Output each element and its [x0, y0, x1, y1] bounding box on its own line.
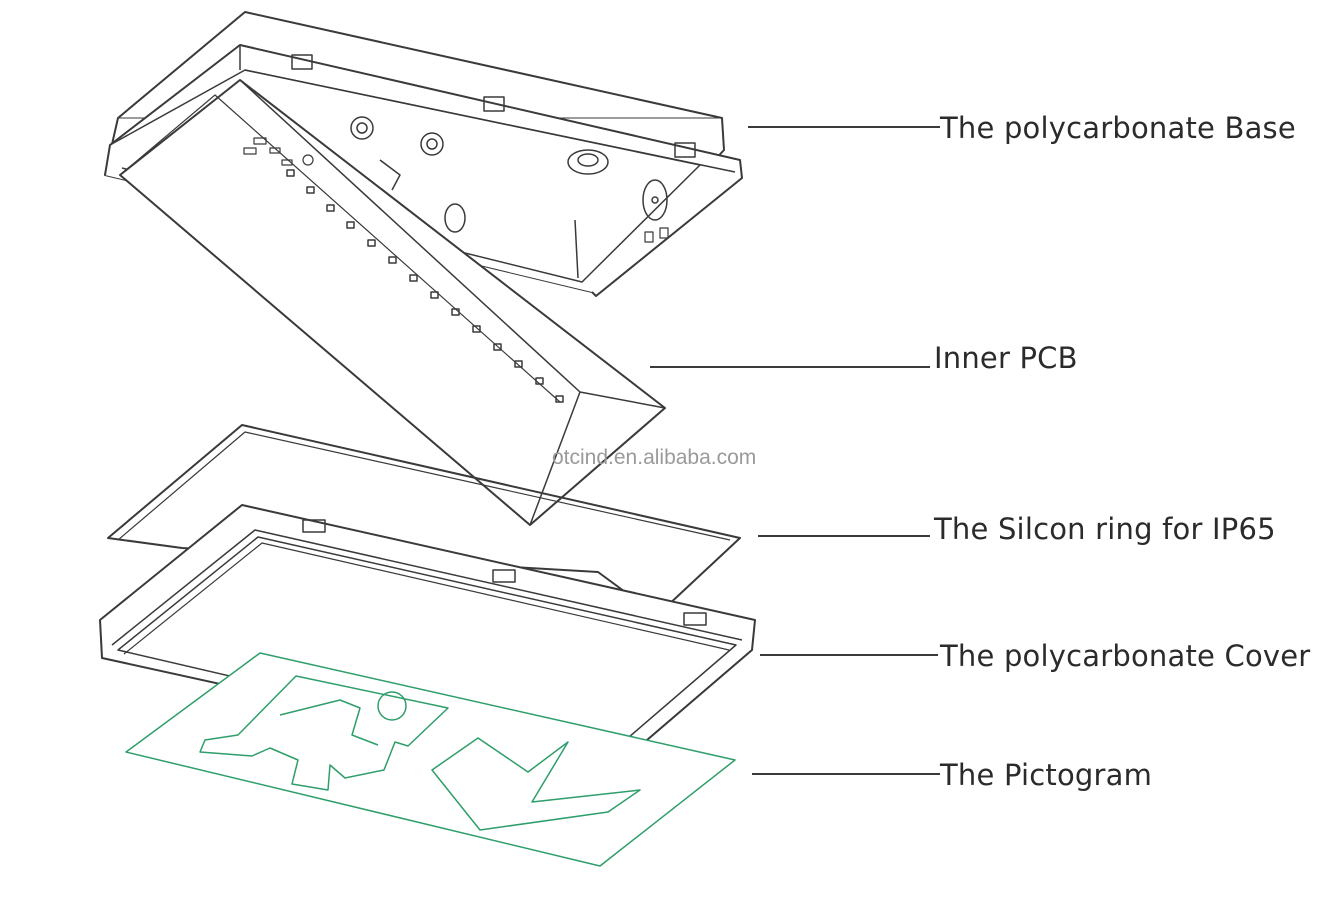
running-man-icon [199, 675, 449, 791]
label-ring: The Silcon ring for IP65 [934, 512, 1276, 546]
watermark: otcind.en.alibaba.com [552, 446, 757, 469]
cover [99, 504, 756, 771]
label-base: The polycarbonate Base [940, 111, 1296, 145]
inner-pcb [119, 79, 666, 526]
pictogram-film [125, 652, 736, 867]
label-pictogram: The Pictogram [940, 758, 1153, 792]
exit-arrow-icon [431, 737, 641, 831]
label-cover: The polycarbonate Cover [940, 639, 1311, 673]
label-pcb: Inner PCB [934, 341, 1078, 375]
